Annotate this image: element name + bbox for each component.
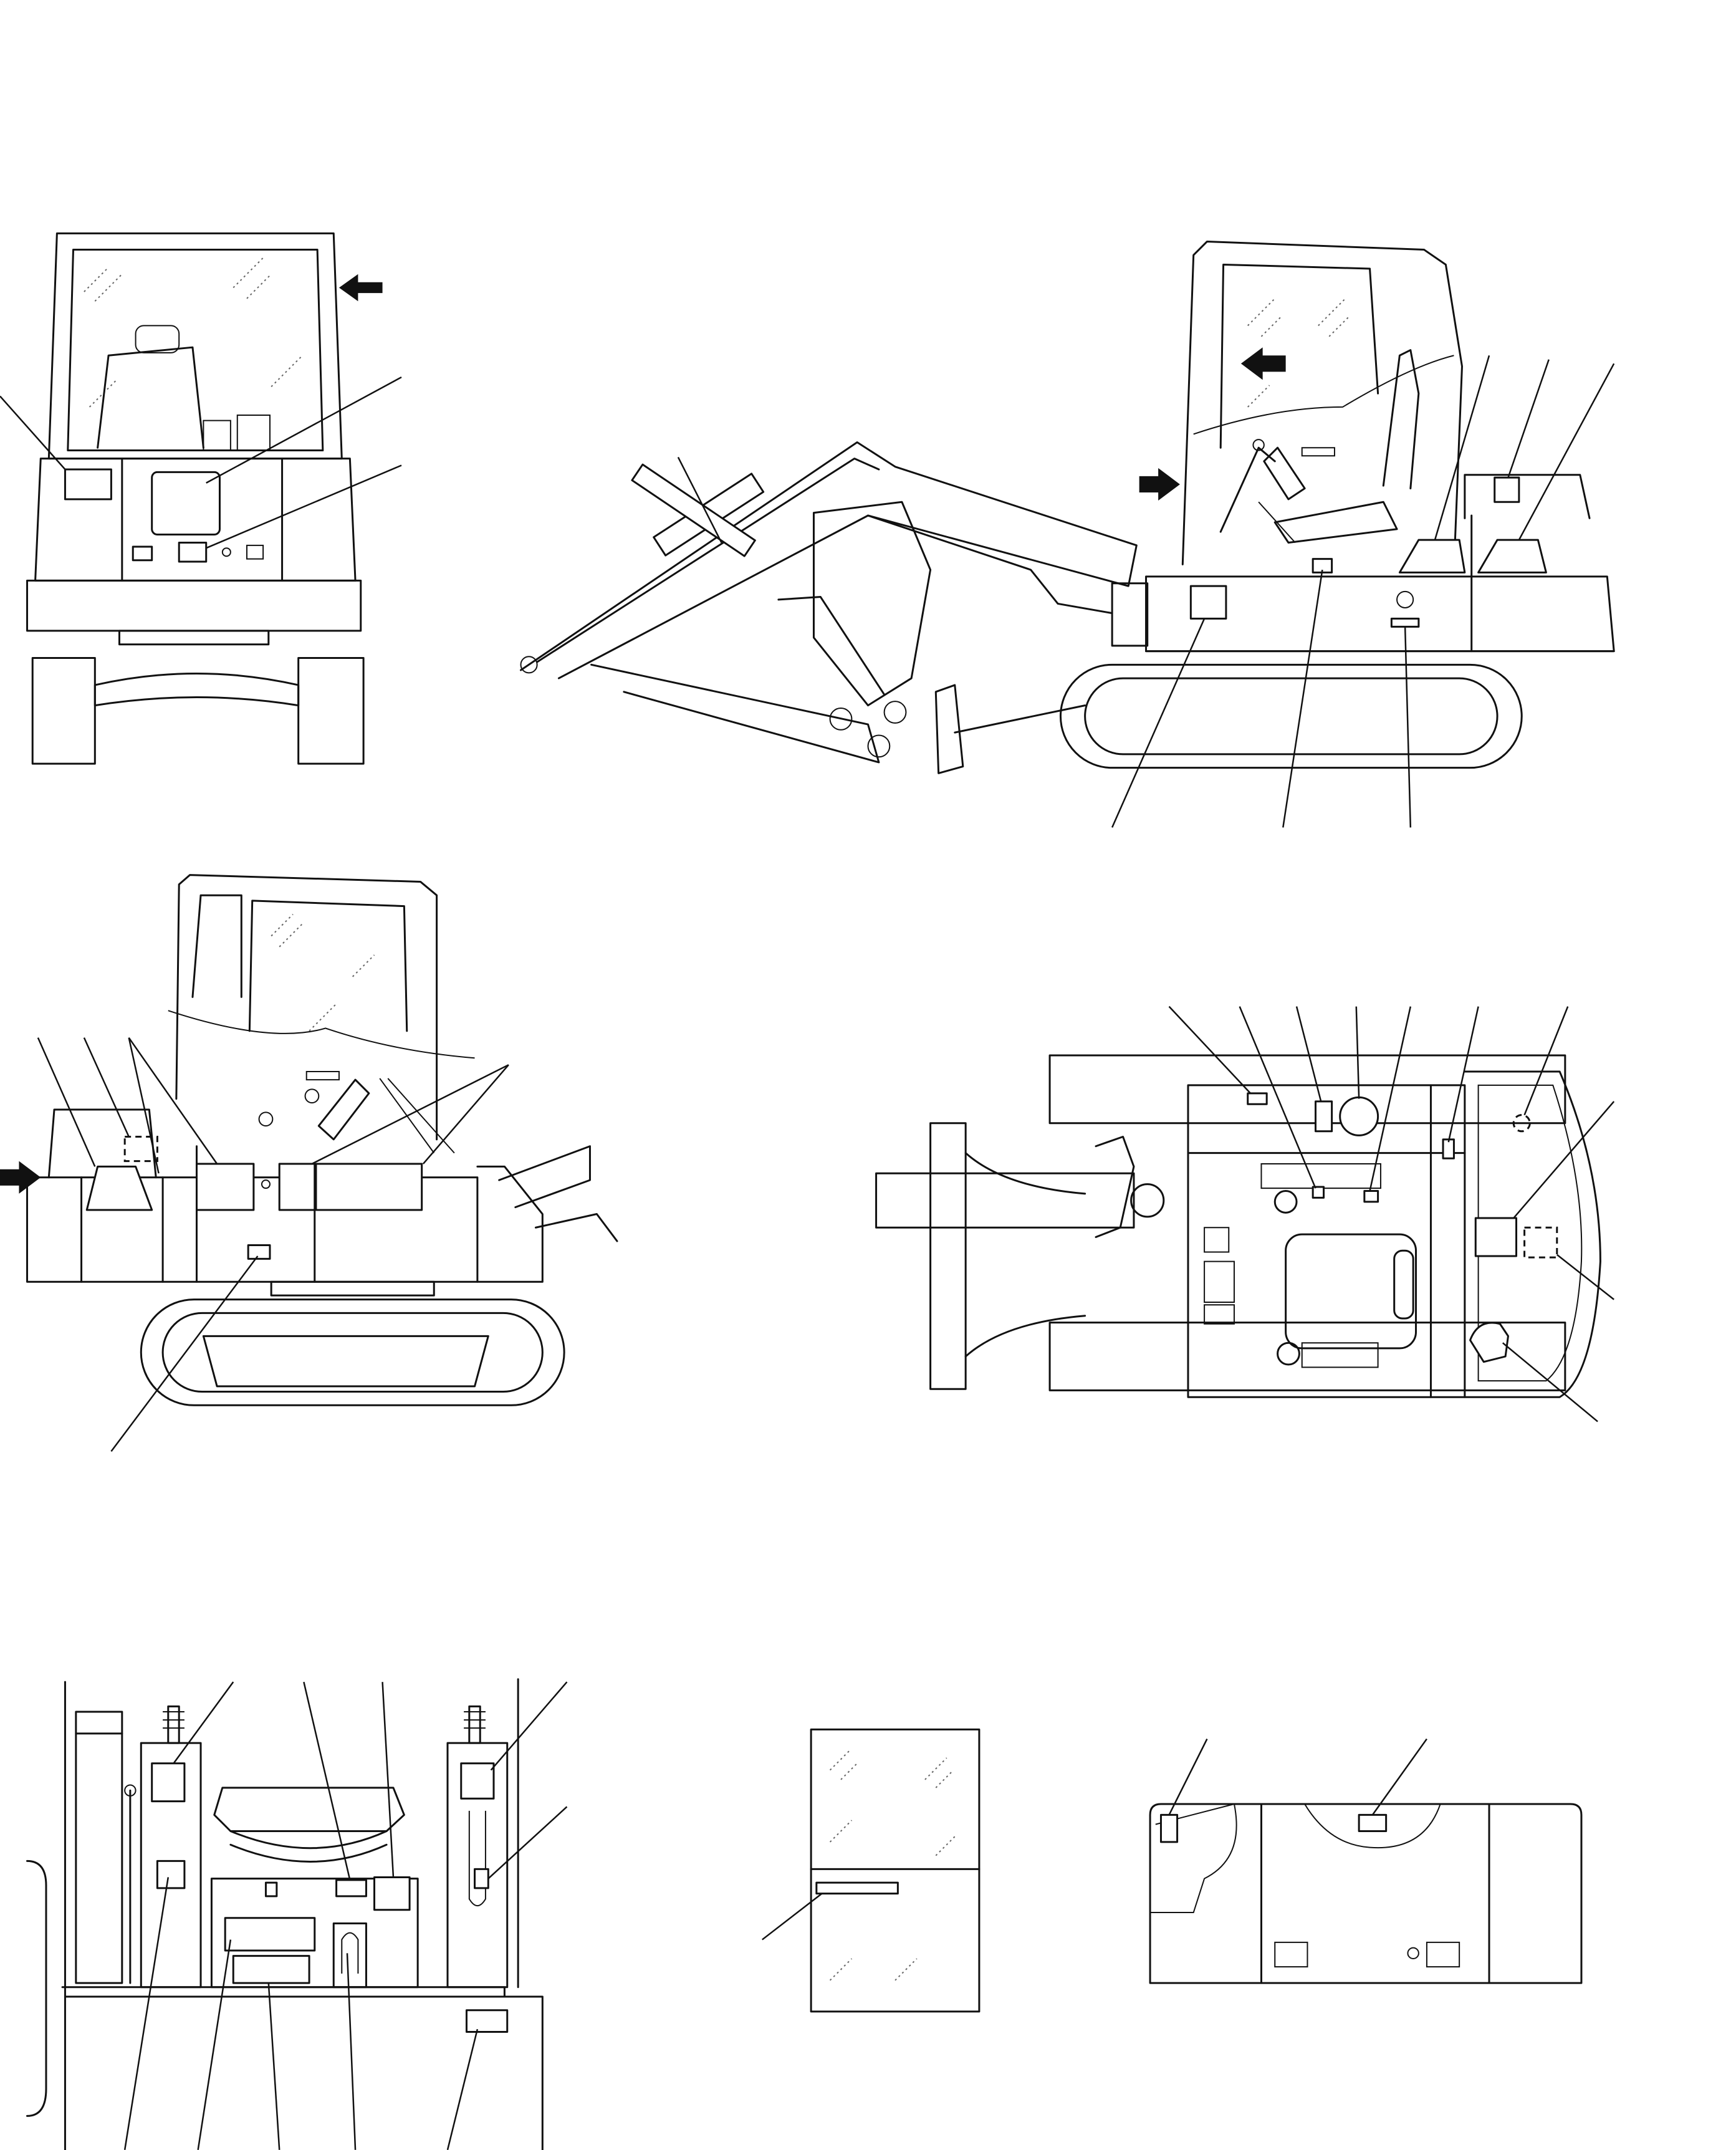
front-view [0,233,401,764]
rear-panel-view [1150,1739,1581,1984]
operator-area-view [27,1679,567,2150]
right-side-view [0,875,617,1452]
top-view [876,1007,1614,1422]
left-side-view [521,241,1614,827]
window-detail-view [762,1729,979,2012]
